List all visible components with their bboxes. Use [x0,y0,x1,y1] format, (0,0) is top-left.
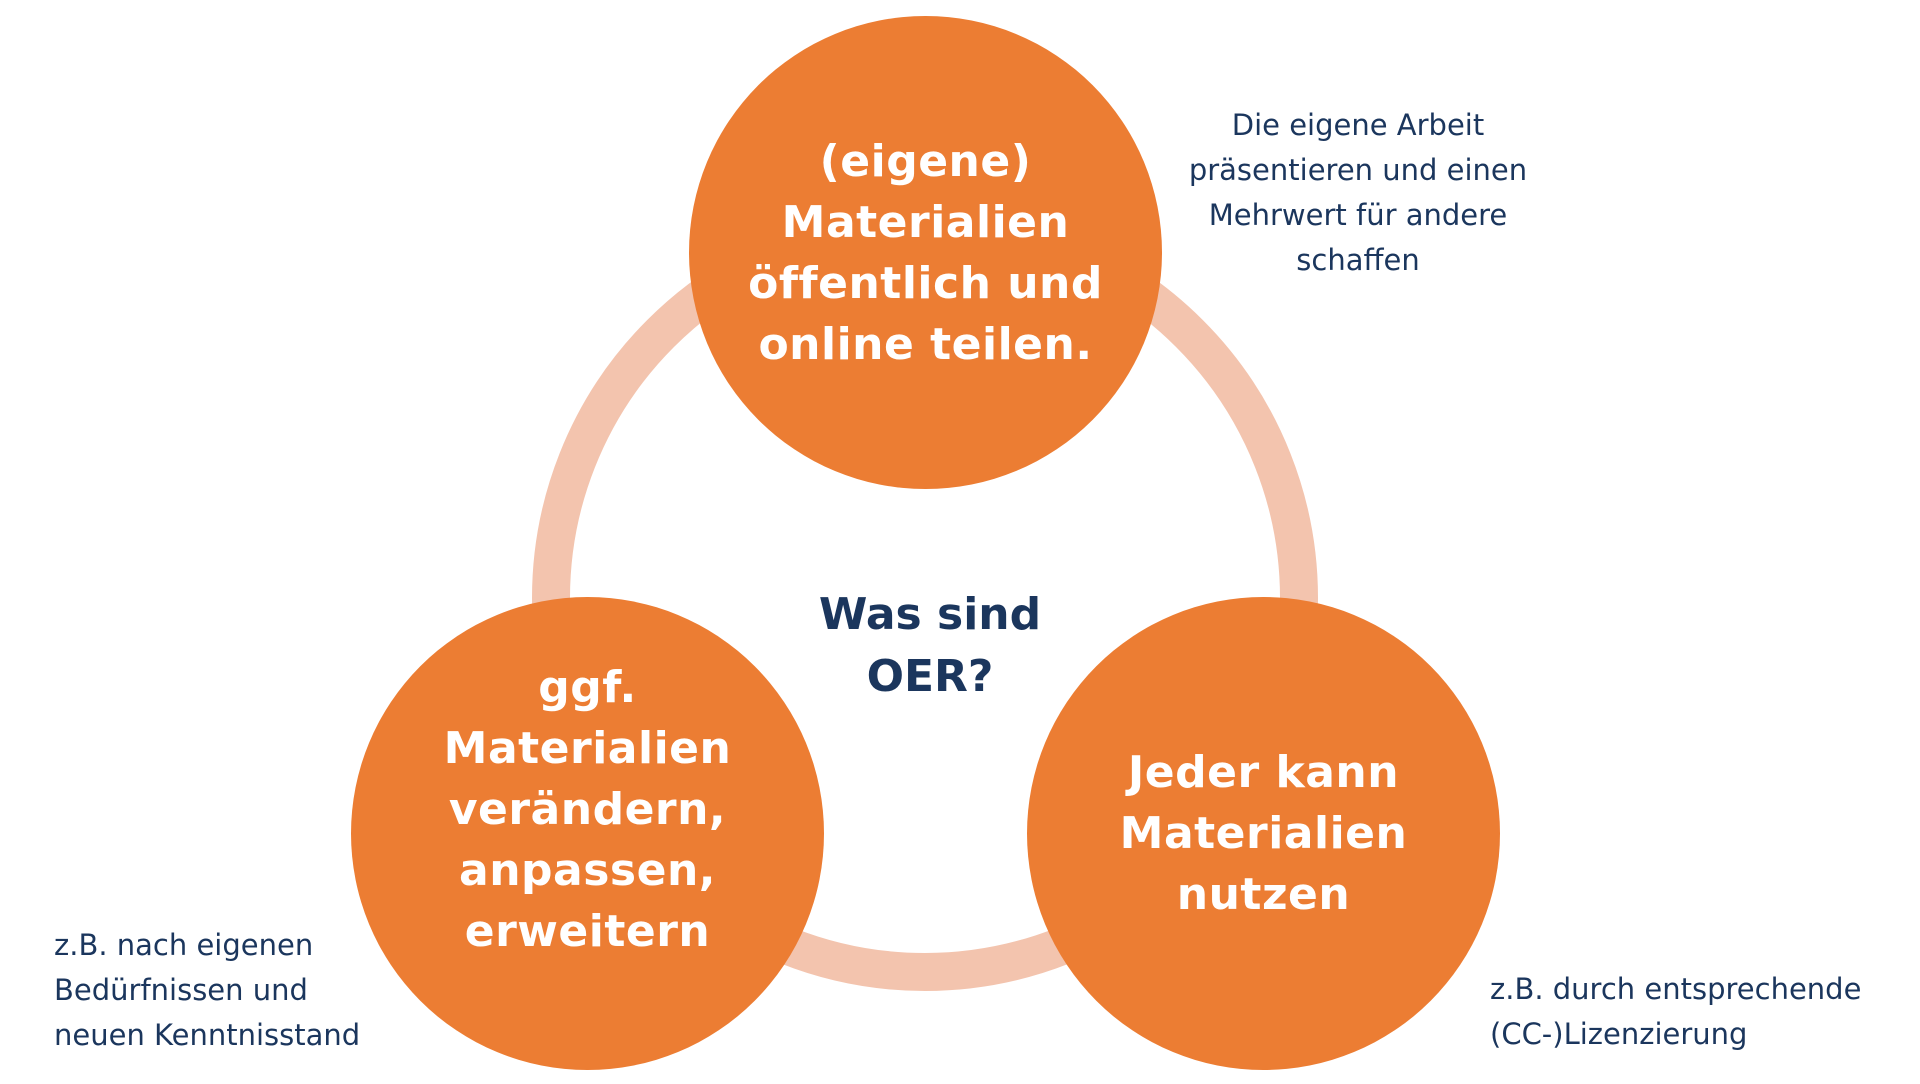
note-adapt: z.B. nach eigenen Bedürfnissen und neuen… [54,928,361,1052]
node-use-materials-label: Jeder kann Materialien nutzen [1119,747,1408,920]
note-share: Die eigene Arbeit präsentieren und einen… [1188,108,1528,277]
note-use: z.B. durch entsprechende (CC-)Lizenzieru… [1490,972,1862,1051]
node-share-materials: (eigene) Materialien öffentlich und onli… [689,16,1162,489]
node-use-materials: Jeder kann Materialien nutzen [1027,597,1500,1070]
node-adapt-materials: ggf. Materialien verändern, anpassen, er… [351,597,824,1070]
node-share-materials-label: (eigene) Materialien öffentlich und onli… [748,135,1103,370]
center-title: Was sind OER? [818,589,1042,702]
node-adapt-materials-label: ggf. Materialien verändern, anpassen, er… [443,662,732,957]
